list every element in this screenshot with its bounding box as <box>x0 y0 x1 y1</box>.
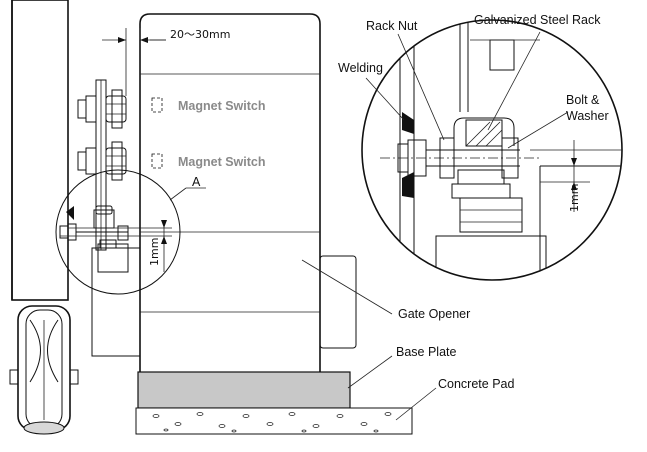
magnet-switch-label-1: Magnet Switch <box>178 99 266 113</box>
gate-wheel <box>9 305 79 435</box>
gate-post <box>11 0 69 301</box>
concrete-pad <box>135 407 413 435</box>
label-gate-opener: Gate Opener <box>398 307 470 321</box>
clearance-label-right: 1mm <box>568 184 581 212</box>
label-concrete-pad: Concrete Pad <box>438 377 514 391</box>
label-rack-nut: Rack Nut <box>366 19 418 33</box>
magnet-switch-label-2: Magnet Switch <box>178 155 266 169</box>
magnet-switch-marker-1 <box>151 97 163 113</box>
label-welding: Welding <box>338 61 383 75</box>
magnet-switch-marker-2 <box>151 153 163 169</box>
detail-circle-a <box>55 169 206 295</box>
callout-leaders <box>301 31 569 421</box>
detail-marker-a: A <box>192 175 201 189</box>
label-galvanized-steel-rack: Galvanized Steel Rack <box>474 13 601 27</box>
label-bolt-washer-line2: Washer <box>566 109 609 123</box>
clearance-dimension-left <box>161 220 167 272</box>
gap-dimension-label: 20～30mm <box>170 28 230 41</box>
clearance-label-left: 1mm <box>148 238 161 266</box>
rack-bracket <box>95 79 107 251</box>
gap-dimension <box>102 28 166 96</box>
base-plate <box>137 371 351 409</box>
detail-circle-enlarged <box>361 19 623 281</box>
gate-opener-body <box>91 13 357 372</box>
label-bolt-washer-line1: Bolt & <box>566 93 600 107</box>
label-base-plate: Base Plate <box>396 345 457 359</box>
mounting-bolt-upper <box>77 89 127 129</box>
mounting-bolt-lower <box>77 141 127 181</box>
